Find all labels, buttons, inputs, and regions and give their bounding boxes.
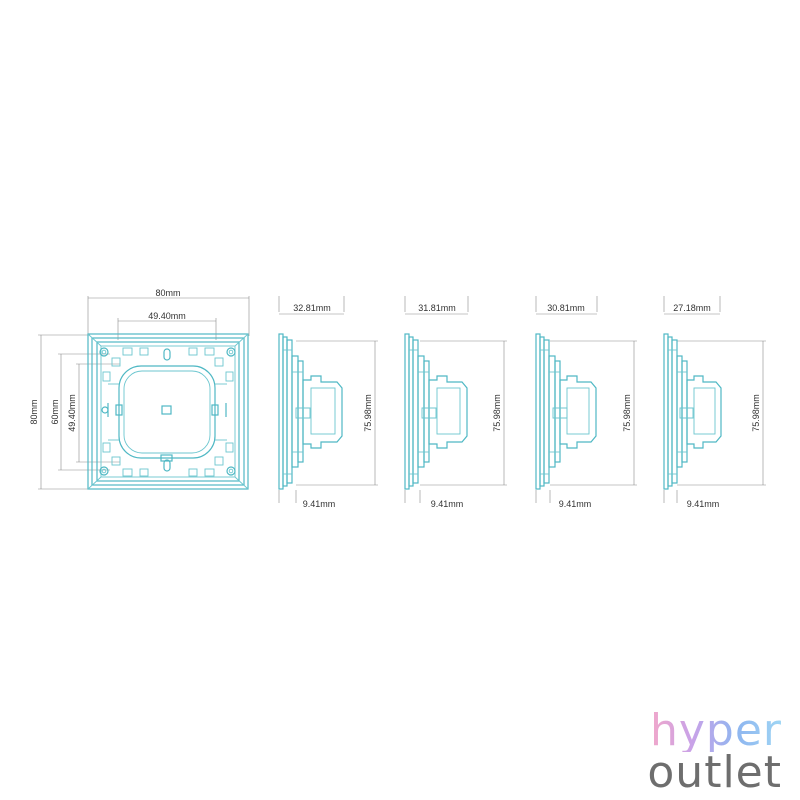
front-view: 80mm 49.40mm 80mm 60mm 49.40mm xyxy=(29,288,250,490)
side3-bottom-label: 9.41mm xyxy=(559,499,592,509)
logo-line-2: outlet xyxy=(647,747,782,799)
side4-depth-label: 27.18mm xyxy=(673,303,711,313)
side2-bottom-label: 9.41mm xyxy=(431,499,464,509)
side1-height-label: 75.98mm xyxy=(363,394,373,432)
side-view-2: 31.81mm 75.98mm 9.41mm xyxy=(404,296,507,509)
side4-height-label: 75.98mm xyxy=(751,394,761,432)
side-view-3: 30.81mm 75.98mm 9.41mm xyxy=(535,296,637,509)
front-height-label: 80mm xyxy=(29,399,39,424)
side3-height-label: 75.98mm xyxy=(622,394,632,432)
side1-bottom-label: 9.41mm xyxy=(303,499,336,509)
side-view-1: 32.81mm 75.98mm 9.41mm xyxy=(278,296,378,509)
front-mid-height-label: 60mm xyxy=(50,399,60,424)
front-inner-height-label: 49.40mm xyxy=(67,394,77,432)
side3-depth-label: 30.81mm xyxy=(547,303,585,313)
side2-depth-label: 31.81mm xyxy=(418,303,456,313)
front-top-width-label: 80mm xyxy=(155,288,180,298)
side2-height-label: 75.98mm xyxy=(492,394,502,432)
side-view-4: 27.18mm 75.98mm 9.41mm xyxy=(663,296,766,509)
front-inner-width-label: 49.40mm xyxy=(148,311,186,321)
side4-bottom-label: 9.41mm xyxy=(687,499,720,509)
hyper-outlet-logo: hyper outlet xyxy=(647,709,782,799)
logo-line-1: hyper xyxy=(647,709,782,753)
side1-depth-label: 32.81mm xyxy=(293,303,331,313)
